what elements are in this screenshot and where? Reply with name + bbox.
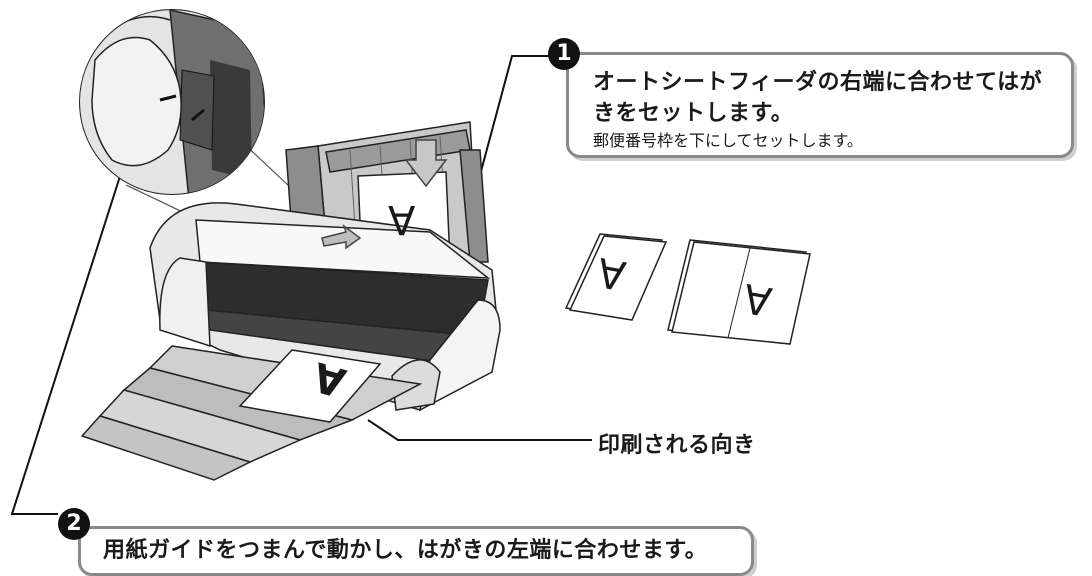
step1-callout: オートシートフィーダの右端に合わせてはが きをセットします。 郵便番号枠を下にし… [566,52,1074,158]
paper-guide-closeup [79,9,265,195]
illustration-layer [10,9,811,515]
step1-text-line1: オートシートフィーダの右端に合わせてはが [593,70,1043,95]
postcard-icon [564,233,811,345]
step2-badge: 2 [58,508,90,540]
step1-badge: 1 [548,38,580,70]
printer-illustration [80,121,501,481]
print-direction-label: 印刷される向き [598,433,756,458]
step1-note: 郵便番号枠を下にしてセットします。 [593,131,863,150]
manual-page: A A A A オートシートフィーダの右端に合わせてはが きをセットします。 郵… [10,9,1074,576]
step1-text-line2: きをセットします。 [593,101,794,126]
card-letter-feeder: A [388,196,416,242]
step2-text: 用紙ガイドをつまんで動かし、はがきの左端に合わせます。 [103,538,708,563]
step2-callout: 用紙ガイドをつまんで動かし、はがきの左端に合わせます。 [78,526,754,576]
